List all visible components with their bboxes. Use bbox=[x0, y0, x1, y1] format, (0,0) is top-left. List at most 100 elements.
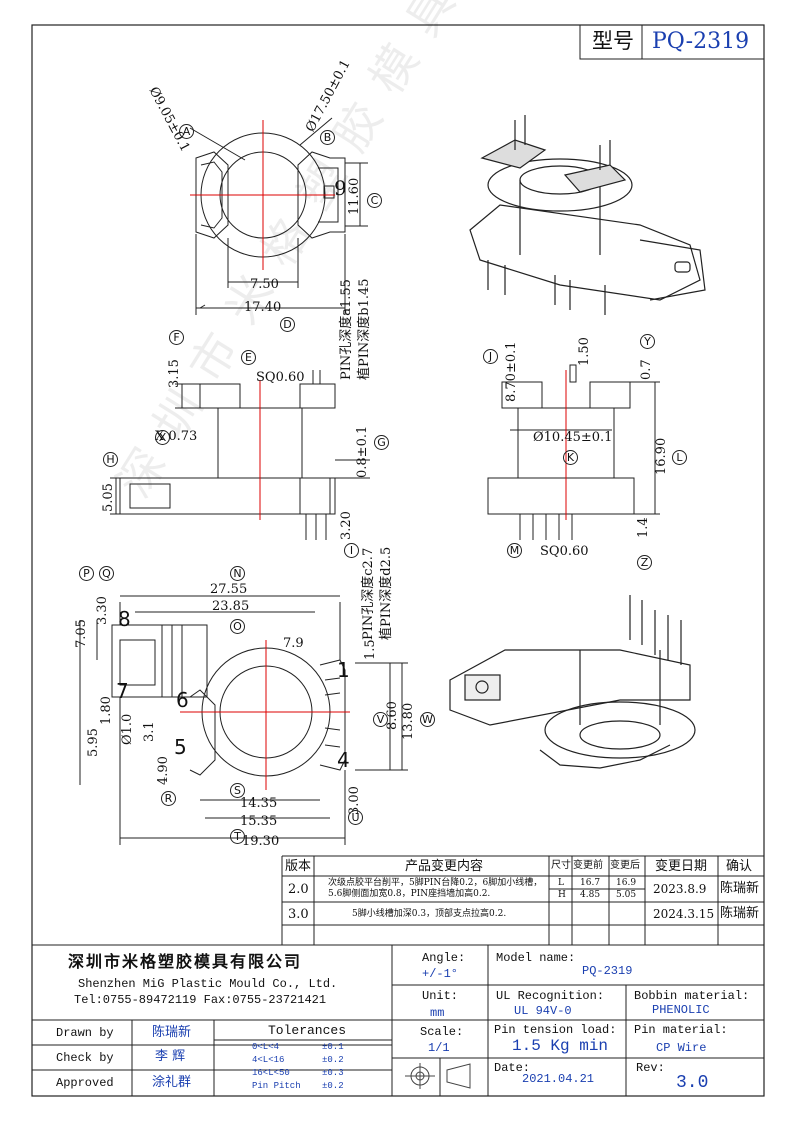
dim-bottom-overall: 27.55 bbox=[210, 582, 248, 597]
marker-j: J bbox=[483, 349, 498, 364]
drawn-by-name: 陈瑞新 bbox=[152, 1025, 192, 1040]
check-by-name: 李 辉 bbox=[155, 1049, 186, 1064]
marker-h: H bbox=[103, 452, 118, 467]
marker-l: L bbox=[672, 450, 687, 465]
rev-header-dim: 尺寸 bbox=[551, 860, 571, 871]
marker-f: F bbox=[169, 330, 184, 345]
model-label: 型号 bbox=[592, 29, 634, 53]
ul-value: UL 94V-0 bbox=[514, 1004, 572, 1018]
marker-v: V bbox=[373, 712, 388, 727]
rev-row-1-before-h: 4.85 bbox=[580, 890, 601, 900]
marker-c: C bbox=[367, 193, 382, 208]
marker-y: Y bbox=[640, 334, 655, 349]
model-name-label: Model name: bbox=[496, 951, 576, 965]
pin-5-label: 5 bbox=[174, 735, 187, 759]
scale-value: 1/1 bbox=[428, 1041, 450, 1055]
bobbin-material-value: PHENOLIC bbox=[652, 1003, 710, 1017]
marker-x: X bbox=[155, 430, 170, 445]
company-name-en: Shenzhen MiG Plastic Mould Co., Ltd. bbox=[78, 977, 338, 991]
rev-header-version: 版本 bbox=[285, 859, 312, 874]
date-label: Date: bbox=[494, 1061, 531, 1075]
marker-d: D bbox=[280, 317, 295, 332]
pin-8-label: 8 bbox=[118, 607, 131, 631]
company-contact: Tel:0755-89472119 Fax:0755-23721421 bbox=[74, 993, 327, 1007]
marker-k: K bbox=[563, 450, 578, 465]
pin-4-label: 4 bbox=[337, 748, 350, 772]
marker-w: W bbox=[420, 712, 435, 727]
dim-bottom-offset: 7.9 bbox=[283, 636, 304, 651]
pin-material-value: CP Wire bbox=[656, 1041, 707, 1055]
marker-e: E bbox=[241, 350, 256, 365]
marker-z: Z bbox=[637, 555, 652, 570]
pin-tension-value: 1.5 Kg min bbox=[512, 1037, 609, 1055]
model-name-value: PQ-2319 bbox=[582, 964, 633, 978]
rev-header-after: 变更后 bbox=[610, 860, 640, 871]
rev-header-confirm: 确认 bbox=[726, 859, 753, 874]
scale-label: Scale: bbox=[420, 1025, 464, 1039]
pin-tension-label: Pin tension load: bbox=[494, 1023, 617, 1037]
unit-label: Unit: bbox=[422, 989, 459, 1003]
angle-label: Angle: bbox=[422, 951, 466, 965]
marker-s: S bbox=[230, 783, 245, 798]
rev-row-1-before-l: 16.7 bbox=[580, 878, 601, 888]
rev-header-content: 产品变更内容 bbox=[405, 859, 484, 874]
marker-i: I bbox=[344, 543, 359, 558]
tolerance-range-2: 4<L<16 bbox=[252, 1055, 285, 1065]
marker-u: U bbox=[348, 810, 363, 825]
marker-r: R bbox=[161, 791, 176, 806]
rev-value: 3.0 bbox=[676, 1073, 709, 1093]
tolerance-value-2: ±0.2 bbox=[322, 1055, 344, 1065]
marker-q: Q bbox=[99, 566, 114, 581]
date-value: 2021.04.21 bbox=[522, 1072, 595, 1086]
rev-row-2-version: 3.0 bbox=[288, 907, 309, 922]
pin-7-label: 7 bbox=[116, 679, 129, 703]
rev-row-1-after-l: 16.9 bbox=[616, 878, 637, 888]
tolerance-range-4: Pin Pitch bbox=[252, 1081, 301, 1091]
tolerance-range-3: 16<L<50 bbox=[252, 1068, 290, 1078]
rev-row-1-dim-h: H bbox=[558, 890, 566, 900]
rev-row-1-date: 2023.8.9 bbox=[653, 882, 707, 896]
unit-value: mm bbox=[430, 1006, 445, 1020]
pin-6-label: 6 bbox=[176, 688, 189, 712]
marker-t: T bbox=[230, 829, 245, 844]
rev-row-1-version: 2.0 bbox=[288, 882, 309, 897]
marker-g: G bbox=[374, 435, 389, 450]
rev-row-1-after-h: 5.05 bbox=[616, 890, 637, 900]
check-by-label: Check by bbox=[56, 1051, 114, 1065]
tolerances-title: Tolerances bbox=[268, 1023, 347, 1038]
rev-row-1-confirm: 陈瑞新 bbox=[720, 881, 760, 896]
marker-m: M bbox=[507, 543, 522, 558]
marker-n: N bbox=[230, 566, 245, 581]
rev-label: Rev: bbox=[636, 1061, 665, 1075]
dim-top-pin-span: 7.50 bbox=[250, 277, 279, 292]
rev-row-2-content: 5脚小线槽加深0.3，顶部支点拉高0.2. bbox=[352, 909, 507, 919]
drawn-by-label: Drawn by bbox=[56, 1026, 114, 1040]
tolerance-range-1: 0<L<4 bbox=[252, 1042, 280, 1052]
dim-side-pin-square: SQ0.60 bbox=[256, 370, 305, 385]
tolerance-value-4: ±0.2 bbox=[322, 1081, 344, 1091]
tolerance-value-3: ±0.3 bbox=[322, 1068, 344, 1078]
rev-header-before: 变更前 bbox=[573, 860, 603, 871]
pin-9-label: 9 bbox=[334, 176, 347, 200]
marker-p: P bbox=[79, 566, 94, 581]
dim-front-window: Ø10.45±0.1 bbox=[533, 430, 613, 445]
ul-label: UL Recognition: bbox=[496, 989, 605, 1003]
approved-name: 涂礼群 bbox=[152, 1075, 192, 1090]
rev-row-2-confirm: 陈瑞新 bbox=[720, 906, 760, 921]
dim-bottom-inner: 23.85 bbox=[212, 599, 250, 614]
dim-bottom-width: 19.30 bbox=[242, 834, 280, 849]
angle-value: +/-1° bbox=[422, 967, 459, 981]
rev-row-1-dim-l: L bbox=[558, 878, 564, 888]
marker-b: B bbox=[320, 130, 335, 145]
approved-label: Approved bbox=[56, 1076, 114, 1090]
marker-o: O bbox=[230, 619, 245, 634]
marker-a: A bbox=[179, 124, 194, 139]
